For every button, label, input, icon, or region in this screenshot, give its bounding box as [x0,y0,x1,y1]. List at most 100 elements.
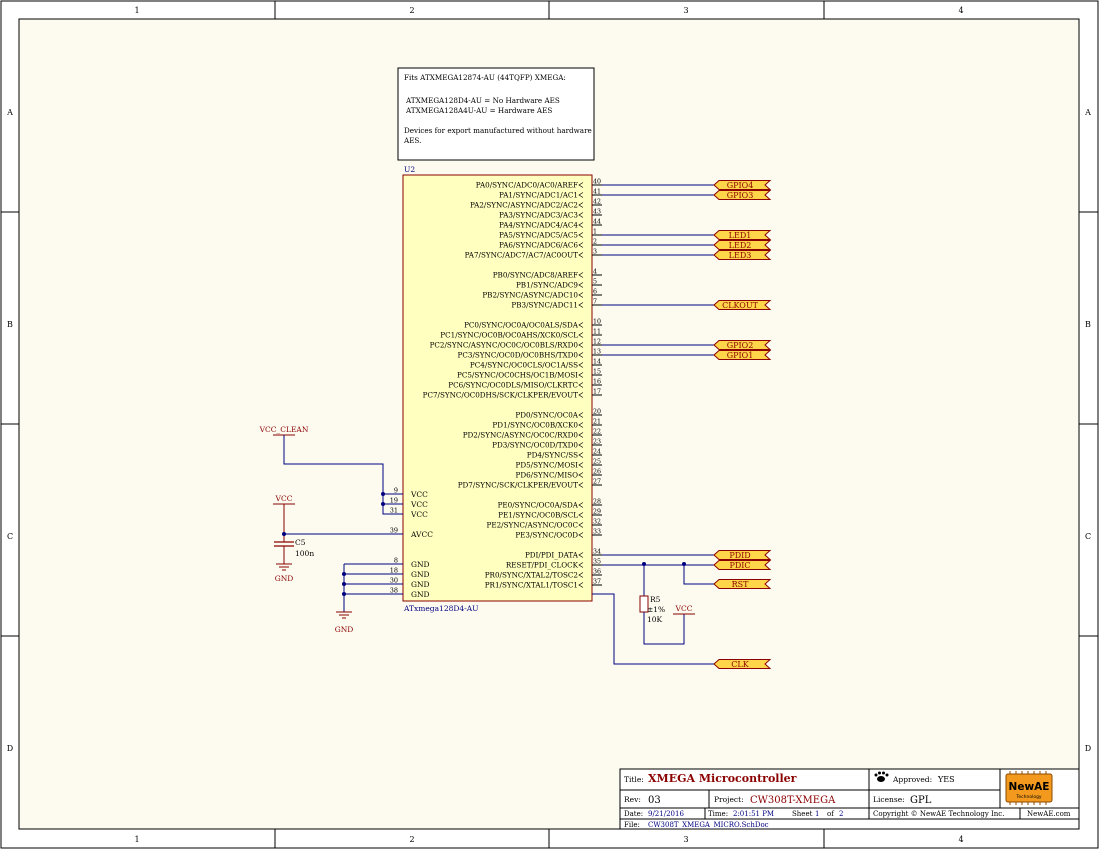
title-block: Title: XMEGA Microcontroller Approved: Y… [619,768,1080,830]
gnd-symbol-c5 [276,563,292,571]
pin-label: GND [411,580,430,589]
pin-label: PA4/SYNC/ADC4/AC4 [499,221,578,230]
vcc-label: VCC [275,494,293,503]
date-value: 9/21/2016 [648,810,684,818]
pin-io-marker [578,572,584,578]
pin-label: PA1/SYNC/ADC1/AC1 [499,191,578,200]
file-label: File: [624,821,640,829]
pin-io-marker [578,352,584,358]
col-label-top: 4 [958,6,963,15]
pin-label: VCC [410,510,428,519]
net-port-shape [713,340,772,350]
net-port-led2[interactable]: LED2 [713,240,772,251]
pin-label: PD3/SYNC/OC0D/TXD0 [492,441,578,450]
chip-body[interactable] [402,174,593,602]
pin-number: 15 [593,369,601,376]
pin-io-marker [578,282,584,288]
sheet-of-label: of [827,810,835,818]
pin-label: PA7/SYNC/ADC7/AC7/AC0OUT [465,251,579,260]
pin-io-marker [578,412,584,418]
license-value: GPL [910,795,932,806]
net-port-rst[interactable]: RST [713,579,772,590]
pin-io-marker [578,482,584,488]
chip-part: ATxmega128D4-AU [403,604,478,613]
col-label-bottom: 2 [409,835,414,844]
pin-io-marker [578,562,584,568]
r5-wire-bottom [643,612,685,645]
pin-io-marker [578,502,584,508]
pin-label: PC4/SYNC/OC0CLS/OC1A/SS [470,361,578,370]
net-port-gpio4[interactable]: GPIO4 [713,180,772,191]
pin-number: 40 [593,179,601,186]
pin-label: VCC [410,490,428,499]
pin-label: PB3/SYNC/ADC11 [511,301,578,310]
pin-label: PE1/SYNC/OC0B/SCL [498,511,578,520]
col-label-top: 2 [409,6,414,15]
pin-label: PA6/SYNC/ADC6/AC6 [499,241,578,250]
pin-label: PC0/SYNC/OC0A/OC0ALS/SDA [464,321,579,330]
pin-number: 5 [593,279,597,286]
pin-number: 42 [593,199,601,206]
pin-label: RESET/PDI_CLOCK [506,561,579,570]
pin-number: 37 [593,579,601,586]
net-port-led1[interactable]: LED1 [713,230,772,241]
pin-label: PC3/SYNC/OC0D/OC0BHS/TXD0 [458,351,579,360]
net-port-label: PDID [729,551,750,560]
gnd-label-chip: GND [335,625,354,634]
pin-label: AVCC [410,530,433,539]
row-label-left: A [6,108,13,117]
pin-io-marker [578,272,584,278]
net-port-label: PDIC [729,561,750,570]
row-label-right: C [1085,532,1091,541]
pin-number: 33 [593,529,601,536]
pin-number: 30 [390,577,398,585]
pin-number: 8 [394,557,398,565]
net-port-led3[interactable]: LED3 [713,250,772,261]
sheet-total: 2 [839,810,843,818]
net-port-clkout[interactable]: CLKOUT [713,300,772,311]
chip-ref: U2 [404,165,415,174]
net-port-label: GPIO2 [727,341,754,350]
net-port-clk[interactable]: CLK [713,659,772,670]
net-port-pdid[interactable]: PDID [713,550,772,561]
net-port-gpio3[interactable]: GPIO3 [713,190,772,201]
title-value: XMEGA Microcontroller [648,772,797,785]
note-box [397,67,595,161]
approved-label: Approved: [892,775,932,784]
pin-io-marker [578,392,584,398]
net-port-gpio1[interactable]: GPIO1 [713,350,772,361]
net-port-pdic[interactable]: PDIC [713,560,772,571]
pin-number: 17 [593,389,601,396]
pin-number: 39 [390,527,398,535]
pin-number: 6 [593,289,597,296]
pin-number: 4 [593,269,597,276]
col-label-bottom: 3 [683,835,688,844]
note-line: Fits ATXMEGA12874-AU (44TQFP) XMEGA: [404,73,566,82]
net-port-gpio2[interactable]: GPIO2 [713,340,772,351]
junction-dot [381,492,385,496]
pin-io-marker [578,252,584,258]
r5-ref: R5 [650,595,661,604]
pin-io-marker [578,302,584,308]
logo-subtext: Technology [1015,794,1042,800]
logo-text: NewAE [1009,781,1050,793]
pin-label: PD7/SYNC/SCK/CLKPER/EVOUT [458,481,579,490]
zone-labels: 1 2 3 4 1 2 3 4 A B C D A B C D [6,6,1091,844]
